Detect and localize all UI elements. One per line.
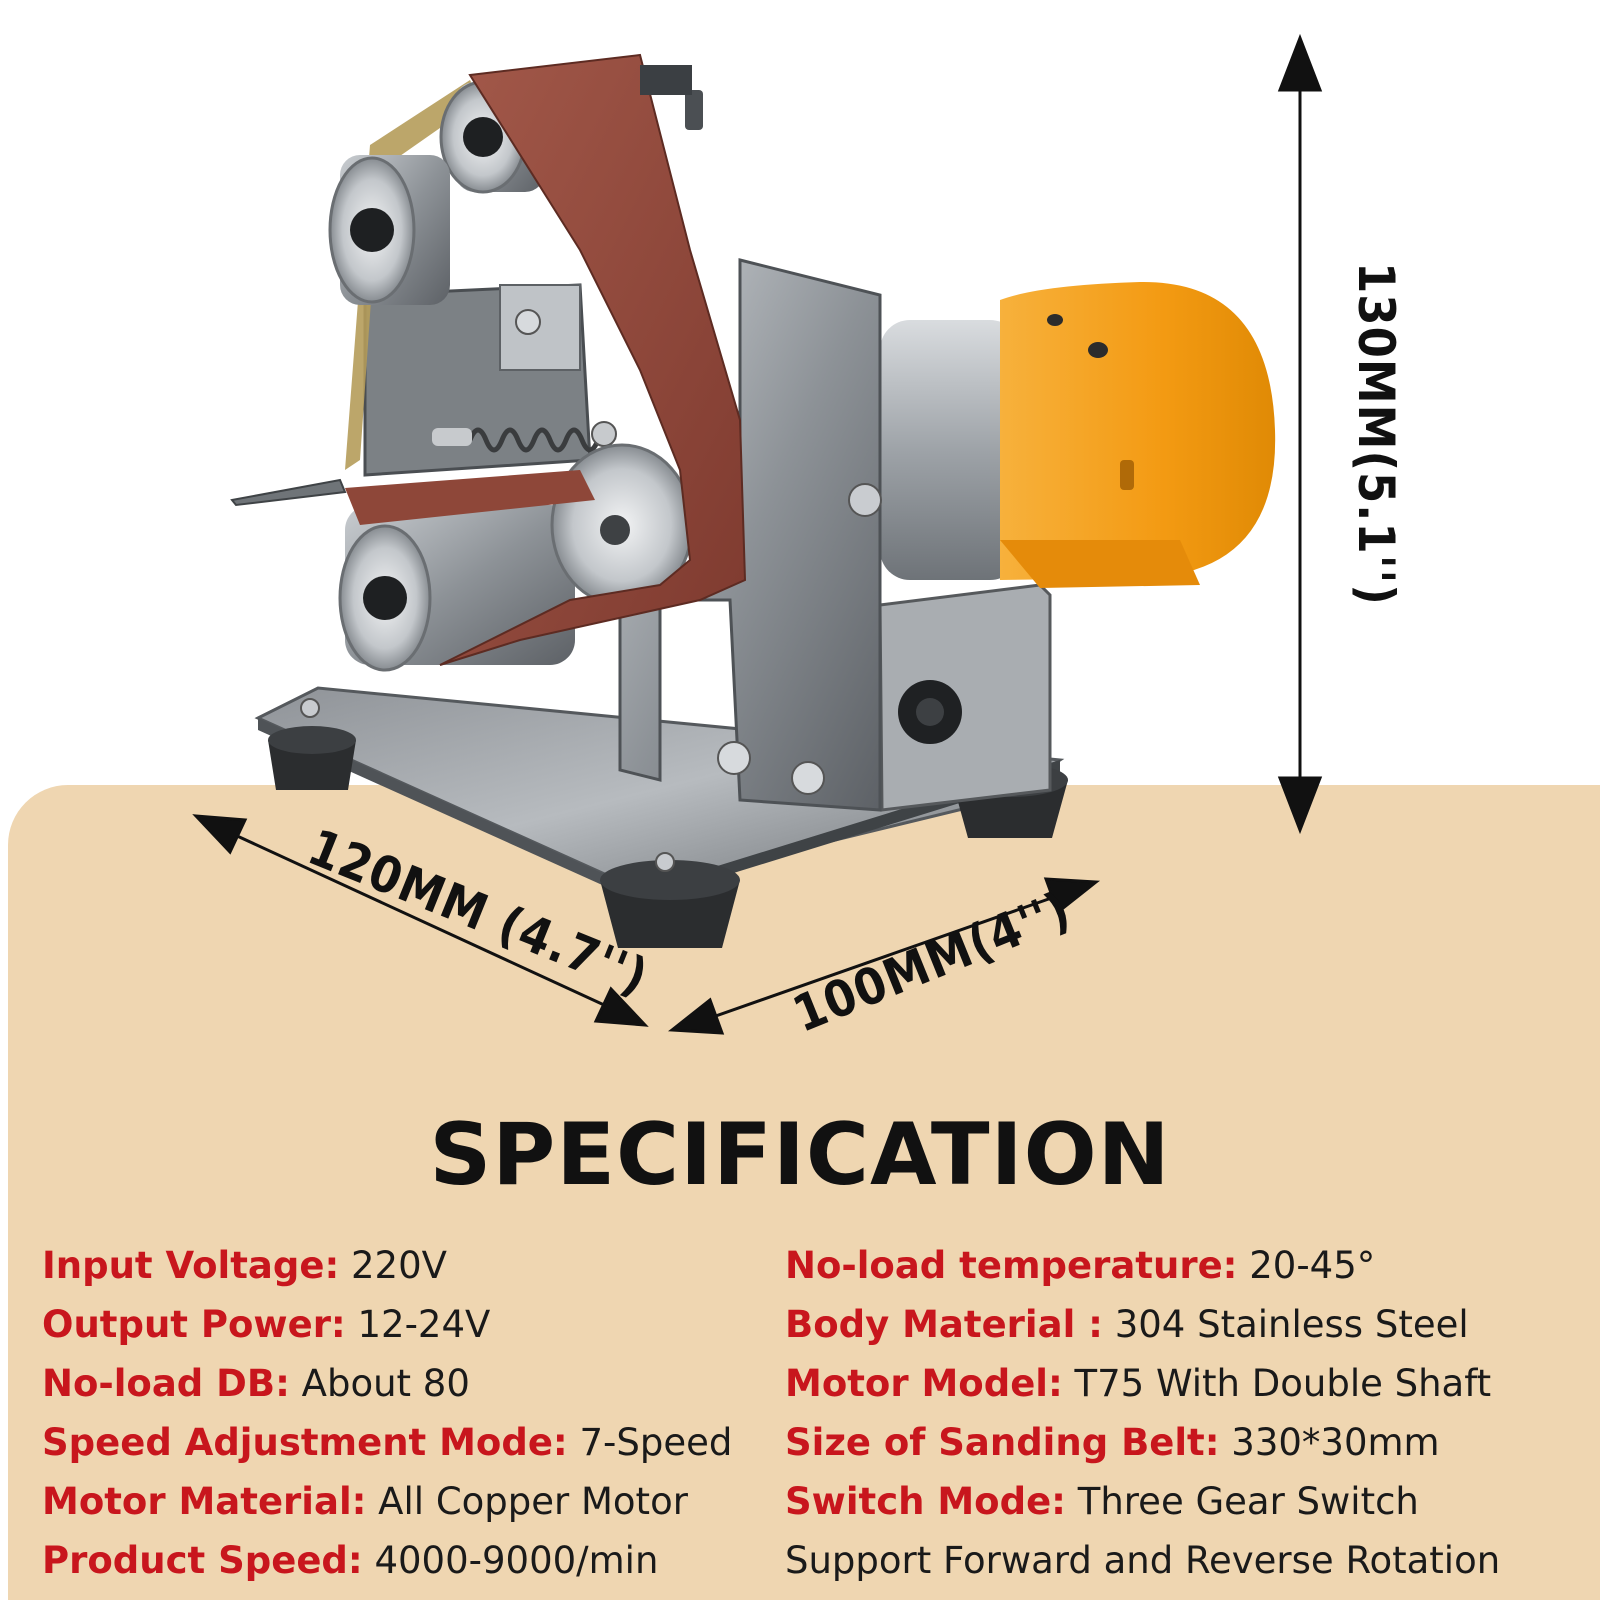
length-arrow — [192, 814, 649, 1027]
spec-row-product-speed: Product Speed: 4000-9000/min — [42, 1531, 732, 1590]
width-arrow — [667, 877, 1101, 1035]
spec-row-input-voltage: Input Voltage: 220V — [42, 1236, 732, 1295]
spec-value: 7-Speed — [567, 1421, 733, 1464]
spec-row-motor-model: Motor Model: T75 With Double Shaft — [785, 1354, 1500, 1413]
spec-list-right: No-load temperature: 20-45° Body Materia… — [785, 1236, 1500, 1590]
spec-key: Input Voltage: — [42, 1244, 340, 1287]
spec-value: 12-24V — [345, 1303, 491, 1346]
spec-key: No-load DB: — [42, 1362, 290, 1405]
spec-key: Output Power: — [42, 1303, 346, 1346]
spec-value: All Copper Motor — [366, 1480, 688, 1523]
spec-value: Three Gear Switch — [1065, 1480, 1419, 1523]
spec-key: Speed Adjustment Mode: — [42, 1421, 568, 1464]
spec-row-no-load-temperature: No-load temperature: 20-45° — [785, 1236, 1500, 1295]
spec-row-rotation: Support Forward and Reverse Rotation — [785, 1531, 1500, 1590]
spec-row-body-material: Body Material : 304 Stainless Steel — [785, 1295, 1500, 1354]
spec-key: Size of Sanding Belt: — [785, 1421, 1220, 1464]
spec-key: Switch Mode: — [785, 1480, 1066, 1523]
background-panel — [8, 785, 1600, 1600]
spec-key: No-load temperature: — [785, 1244, 1238, 1287]
spec-row-motor-material: Motor Material: All Copper Motor — [42, 1472, 732, 1531]
spec-value: 220V — [339, 1244, 447, 1287]
spec-value: About 80 — [289, 1362, 470, 1405]
spec-row-speed-mode: Speed Adjustment Mode: 7-Speed — [42, 1413, 732, 1472]
left-roller — [328, 155, 450, 305]
spec-value: 330*30mm — [1219, 1421, 1440, 1464]
spec-row-switch-mode: Switch Mode: Three Gear Switch — [785, 1472, 1500, 1531]
spec-key: Body Material : — [785, 1303, 1103, 1346]
bottom-roller — [338, 505, 575, 672]
spec-row-output-power: Output Power: 12-24V — [42, 1295, 732, 1354]
spec-key: Product Speed: — [42, 1539, 363, 1582]
spec-row-belt-size: Size of Sanding Belt: 330*30mm — [785, 1413, 1500, 1472]
spec-list-left: Input Voltage: 220V Output Power: 12-24V… — [42, 1236, 732, 1590]
specification-title: SPECIFICATION — [429, 1105, 1171, 1205]
spec-value: 304 Stainless Steel — [1102, 1303, 1469, 1346]
spec-value: 20-45° — [1237, 1244, 1376, 1287]
height-dimension-label: 130MM(5.1'') — [1347, 262, 1405, 606]
spec-value: 4000-9000/min — [362, 1539, 659, 1582]
height-arrow — [1277, 33, 1323, 835]
spec-key: Motor Material: — [42, 1480, 367, 1523]
spec-key: Motor Model: — [785, 1362, 1063, 1405]
spec-value: T75 With Double Shaft — [1062, 1362, 1492, 1405]
spec-value: Support Forward and Reverse Rotation — [785, 1539, 1501, 1582]
spec-row-no-load-db: No-load DB: About 80 — [42, 1354, 732, 1413]
